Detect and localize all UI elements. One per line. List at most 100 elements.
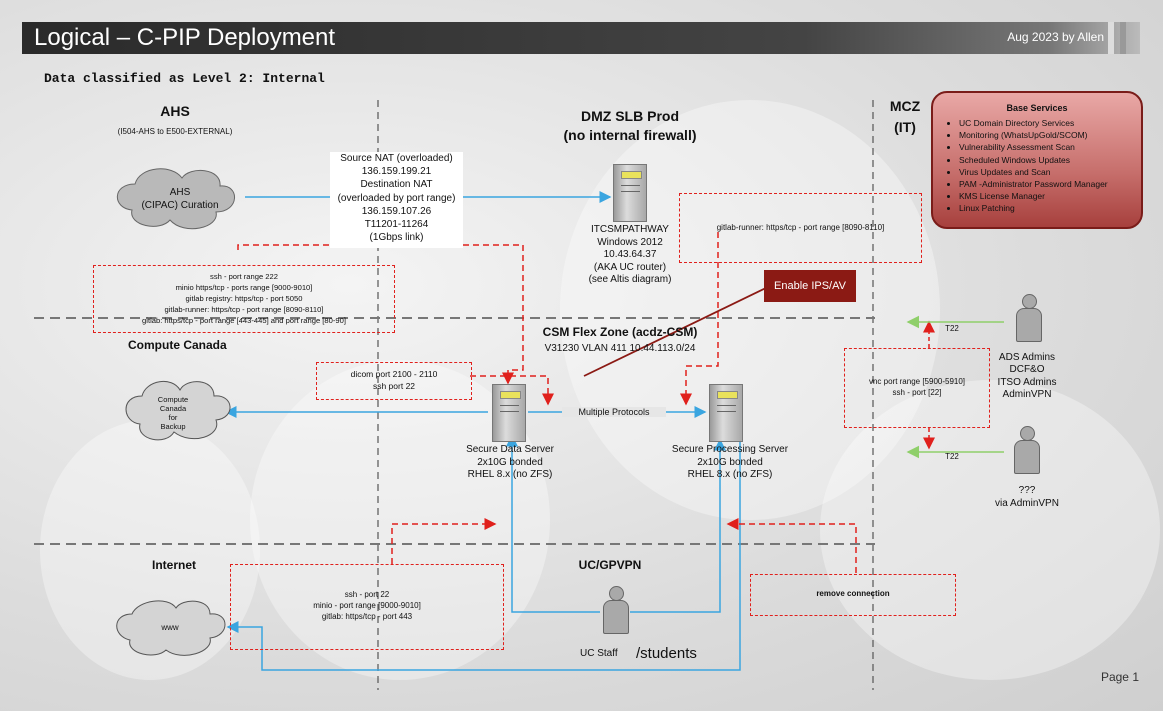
data-server-label: Secure Data Server 2x10G bonded RHEL 8.x…	[440, 444, 580, 482]
csm-zone-vlan: V31230 VLAN 411 10.44.113.0/24	[544, 343, 696, 354]
person-body	[1014, 440, 1040, 474]
title-bar: Logical – C-PIP Deployment Aug 2023 by A…	[22, 22, 1140, 54]
vnc-line: ssh - port [22]	[892, 388, 942, 397]
students-label: /students	[636, 645, 697, 662]
cloud-www	[116, 600, 226, 656]
processing-server-line: RHEL 8.x (no ZFS)	[687, 469, 773, 481]
nat-line: T11201-11264	[364, 219, 429, 231]
t22-top-label: T22	[945, 324, 959, 333]
base-services-title: Base Services	[1006, 103, 1068, 113]
cloud-compute-line: Canada	[159, 404, 187, 413]
runner-port-box: gitlab-runner: https/tcp - port range [8…	[679, 193, 922, 263]
arrow-staff-to-data	[506, 434, 600, 613]
cloud-ahs	[116, 168, 235, 230]
data-server-line: Secure Data Server	[466, 444, 554, 455]
server-panel	[621, 171, 642, 179]
data-server-line: 2x10G bonded	[477, 456, 543, 468]
nat-text: Source NAT (overloaded) 136.159.199.21 D…	[330, 152, 463, 244]
base-services-box: Base Services UC Domain Directory Servic…	[931, 91, 1143, 229]
dicom-text: dicom port 2100 - 2110 ssh port 22	[317, 368, 471, 392]
server-slot	[500, 405, 519, 406]
router-line: (AKA UC router)	[593, 261, 667, 273]
title-stripe	[1108, 22, 1114, 54]
zone-mcz-sub: (IT)	[894, 119, 916, 135]
cloud-www-label: www	[161, 623, 179, 632]
nat-line: 136.159.107.26	[361, 205, 432, 217]
base-service-item: PAM -Administrator Password Manager	[959, 178, 1108, 190]
nat-line: Source NAT (overloaded)	[340, 153, 453, 164]
title-stripe	[1120, 22, 1126, 54]
cloud-ahs-line: AHS	[169, 187, 191, 198]
page-title: Logical – C-PIP Deployment	[34, 24, 336, 51]
vnc-line: vnc port range [5900-5910]	[868, 377, 966, 386]
server-slot	[621, 185, 640, 186]
server-slot	[621, 191, 640, 192]
dicom-line: dicom port 2100 - 2110	[350, 369, 438, 379]
nat-line: 136.159.199.21	[361, 166, 432, 178]
internet-port-text: ssh - port 22 minio - port range [9000-9…	[231, 589, 503, 622]
zone-ahs-sub: (I504-AHS to E500-EXTERNAL)	[117, 127, 233, 136]
internet-port-box: ssh - port 22 minio - port range [9000-9…	[230, 564, 504, 650]
multi-protocols-label: Multiple Protocols	[562, 407, 666, 417]
server-slot	[717, 411, 736, 412]
cloud-compute-line: Compute	[157, 395, 189, 404]
base-service-item: Linux Patching	[959, 202, 1108, 214]
nat-line: Destination NAT	[360, 179, 433, 191]
vnc-text: vnc port range [5900-5910] ssh - port [2…	[845, 376, 989, 398]
dicom-line: ssh port 22	[372, 381, 416, 391]
base-service-item: Monitoring (WhatsUpGold/SCOM)	[959, 129, 1108, 141]
admin-person-icon	[1013, 294, 1043, 342]
page-number: Page 1	[1100, 670, 1139, 684]
uc-staff-label: UC Staff	[580, 648, 618, 659]
processing-server-label: Secure Processing Server 2x10G bonded RH…	[650, 444, 810, 482]
ahs-port-line: gitlab registry: https/tcp - port 5050	[185, 294, 303, 303]
person-head	[609, 586, 624, 601]
ahs-port-line: ssh - port range 222	[210, 272, 278, 281]
internet-port-line: ssh - port 22	[344, 590, 390, 599]
processing-server-line: 2x10G bonded	[697, 456, 763, 468]
ahs-port-line: gitlab: https/tcp - port range [443-445]…	[142, 316, 346, 325]
red-arrow-dicom	[470, 375, 554, 406]
base-services-list: UC Domain Directory Services Monitoring …	[947, 117, 1108, 215]
ips-connector	[583, 285, 771, 377]
processing-server-line: Secure Processing Server	[671, 444, 789, 455]
base-service-item: Vulnerability Assessment Scan	[959, 141, 1108, 153]
unknown-person-icon	[1011, 426, 1041, 474]
cloud-ahs-label: AHS (CIPAC) Curation	[130, 186, 230, 212]
server-slot	[500, 411, 519, 412]
person-head	[1020, 426, 1035, 441]
arrow-staff-to-processing	[630, 438, 726, 613]
router-line: ITCSMPATHWAY	[591, 224, 669, 235]
red-arrow-runner	[680, 232, 719, 406]
cloud-compute-canada	[125, 381, 231, 441]
zone-dmz-sub: (no internal firewall)	[563, 127, 697, 143]
cloud-compute-line: for	[168, 413, 178, 422]
date-author: Aug 2023 by Allen	[1007, 30, 1104, 44]
vnc-port-box: vnc port range [5900-5910] ssh - port [2…	[844, 348, 990, 428]
admins-line: ADS Admins	[998, 352, 1056, 363]
person-body	[603, 600, 629, 634]
cloud-compute-line: Backup	[160, 422, 186, 431]
enable-ips-label: Enable IPS/AV	[764, 270, 856, 302]
zone-ahs: AHS	[160, 103, 190, 119]
router-line: 10.43.64.37	[603, 249, 657, 261]
classification-label: Data classified as Level 2: Internal	[44, 71, 325, 86]
person-body	[1016, 308, 1042, 342]
person-head	[1022, 294, 1037, 309]
nat-line: (1Gbps link)	[369, 232, 424, 244]
unknown-admin-label: ??? via AdminVPN	[985, 484, 1069, 510]
internet-port-line: gitlab: https/tcp - port 443	[321, 612, 413, 621]
uc-staff-person-icon	[600, 586, 630, 634]
t22-bottom-label: T22	[945, 452, 959, 461]
ahs-port-box: ssh - port range 222 minio https/tcp - p…	[93, 265, 395, 333]
red-arrow-internet	[391, 518, 497, 564]
remove-connection-text: remove connection	[816, 589, 890, 598]
admins-line: DCF&O	[1009, 364, 1045, 376]
server-panel	[500, 391, 521, 399]
cloud-ahs-line: (CIPAC) Curation	[141, 200, 219, 211]
csm-zone-title: CSM Flex Zone (acdz-CSM)	[542, 325, 698, 339]
unknown-admin-line: via AdminVPN	[995, 498, 1059, 509]
base-service-item: Virus Updates and Scan	[959, 166, 1108, 178]
